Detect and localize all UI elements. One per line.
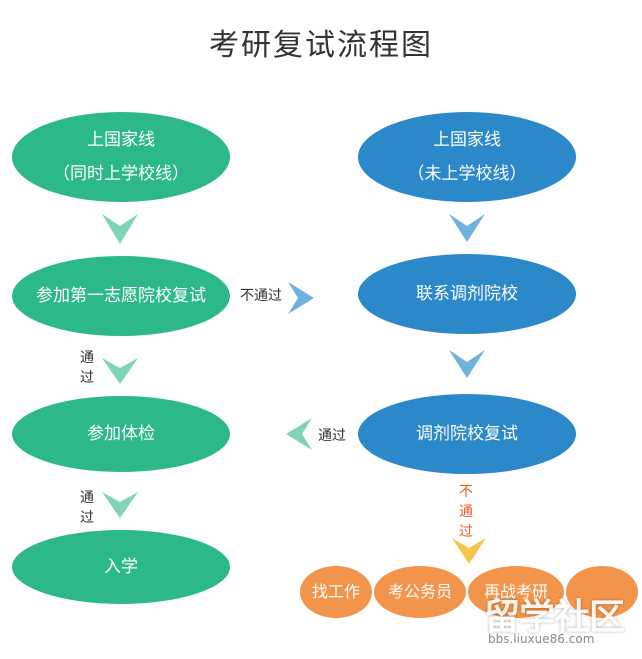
cross-fail-label: 不通过 bbox=[240, 288, 282, 304]
arrow-down-icon bbox=[102, 214, 138, 244]
diagram-title: 考研复试流程图 bbox=[209, 28, 433, 63]
outcome-civil-service: 考公务员 bbox=[374, 566, 466, 618]
node-contact-adjustment-school: 联系调剂院校 bbox=[358, 254, 576, 334]
node-text: 参加第一志愿院校复试 bbox=[36, 286, 206, 306]
arrow-down-icon bbox=[449, 214, 485, 242]
outcome-text: 考公务员 bbox=[387, 582, 452, 601]
watermark-logo-text: 留学社区 bbox=[484, 597, 625, 638]
node-enrollment: 入学 bbox=[12, 530, 230, 604]
outcome-find-job: 找工作 bbox=[300, 566, 372, 618]
pass-label-2: 通过 bbox=[80, 490, 94, 526]
node-text: 联系调剂院校 bbox=[416, 284, 518, 304]
node-text-line2: （同时上学校线） bbox=[53, 164, 189, 184]
pass-label-1: 通过 bbox=[80, 350, 94, 386]
outcome-text: 找工作 bbox=[311, 582, 360, 601]
node-text: 调剂院校复试 bbox=[416, 424, 518, 444]
arrow-right-icon bbox=[288, 282, 314, 314]
outcome-text: 再战考研 bbox=[483, 582, 548, 601]
arrow-down-icon bbox=[449, 350, 485, 378]
watermark-url: bbs.liuxue86.com bbox=[488, 632, 595, 646]
node-national-and-school-line: 上国家线 （同时上学校线） bbox=[12, 112, 230, 202]
node-text-line2: （未上学校线） bbox=[407, 164, 527, 184]
node-text-line1: 上国家线 bbox=[433, 130, 501, 150]
arrow-down-icon bbox=[102, 492, 138, 518]
arrow-down-icon bbox=[452, 538, 486, 564]
arrow-left-icon bbox=[286, 418, 312, 450]
node-text: 参加体检 bbox=[87, 424, 155, 444]
outcome-retry-exam: 再战考研 bbox=[468, 566, 564, 618]
right-fail-label: 不通过 bbox=[459, 484, 473, 540]
right-pass-label: 通过 bbox=[318, 428, 346, 444]
node-first-choice-retest: 参加第一志愿院校复试 bbox=[12, 256, 230, 336]
node-physical-exam: 参加体检 bbox=[12, 396, 230, 472]
node-national-line-only: 上国家线 （未上学校线） bbox=[358, 112, 576, 202]
arrow-down-icon bbox=[102, 358, 138, 384]
site-watermark: 留学社区 bbs.liuxue86.com bbox=[474, 588, 634, 654]
outcome-other bbox=[566, 566, 638, 618]
node-text: 入学 bbox=[104, 557, 138, 577]
node-text-line1: 上国家线 bbox=[87, 130, 155, 150]
node-adjustment-retest: 调剂院校复试 bbox=[358, 394, 576, 474]
